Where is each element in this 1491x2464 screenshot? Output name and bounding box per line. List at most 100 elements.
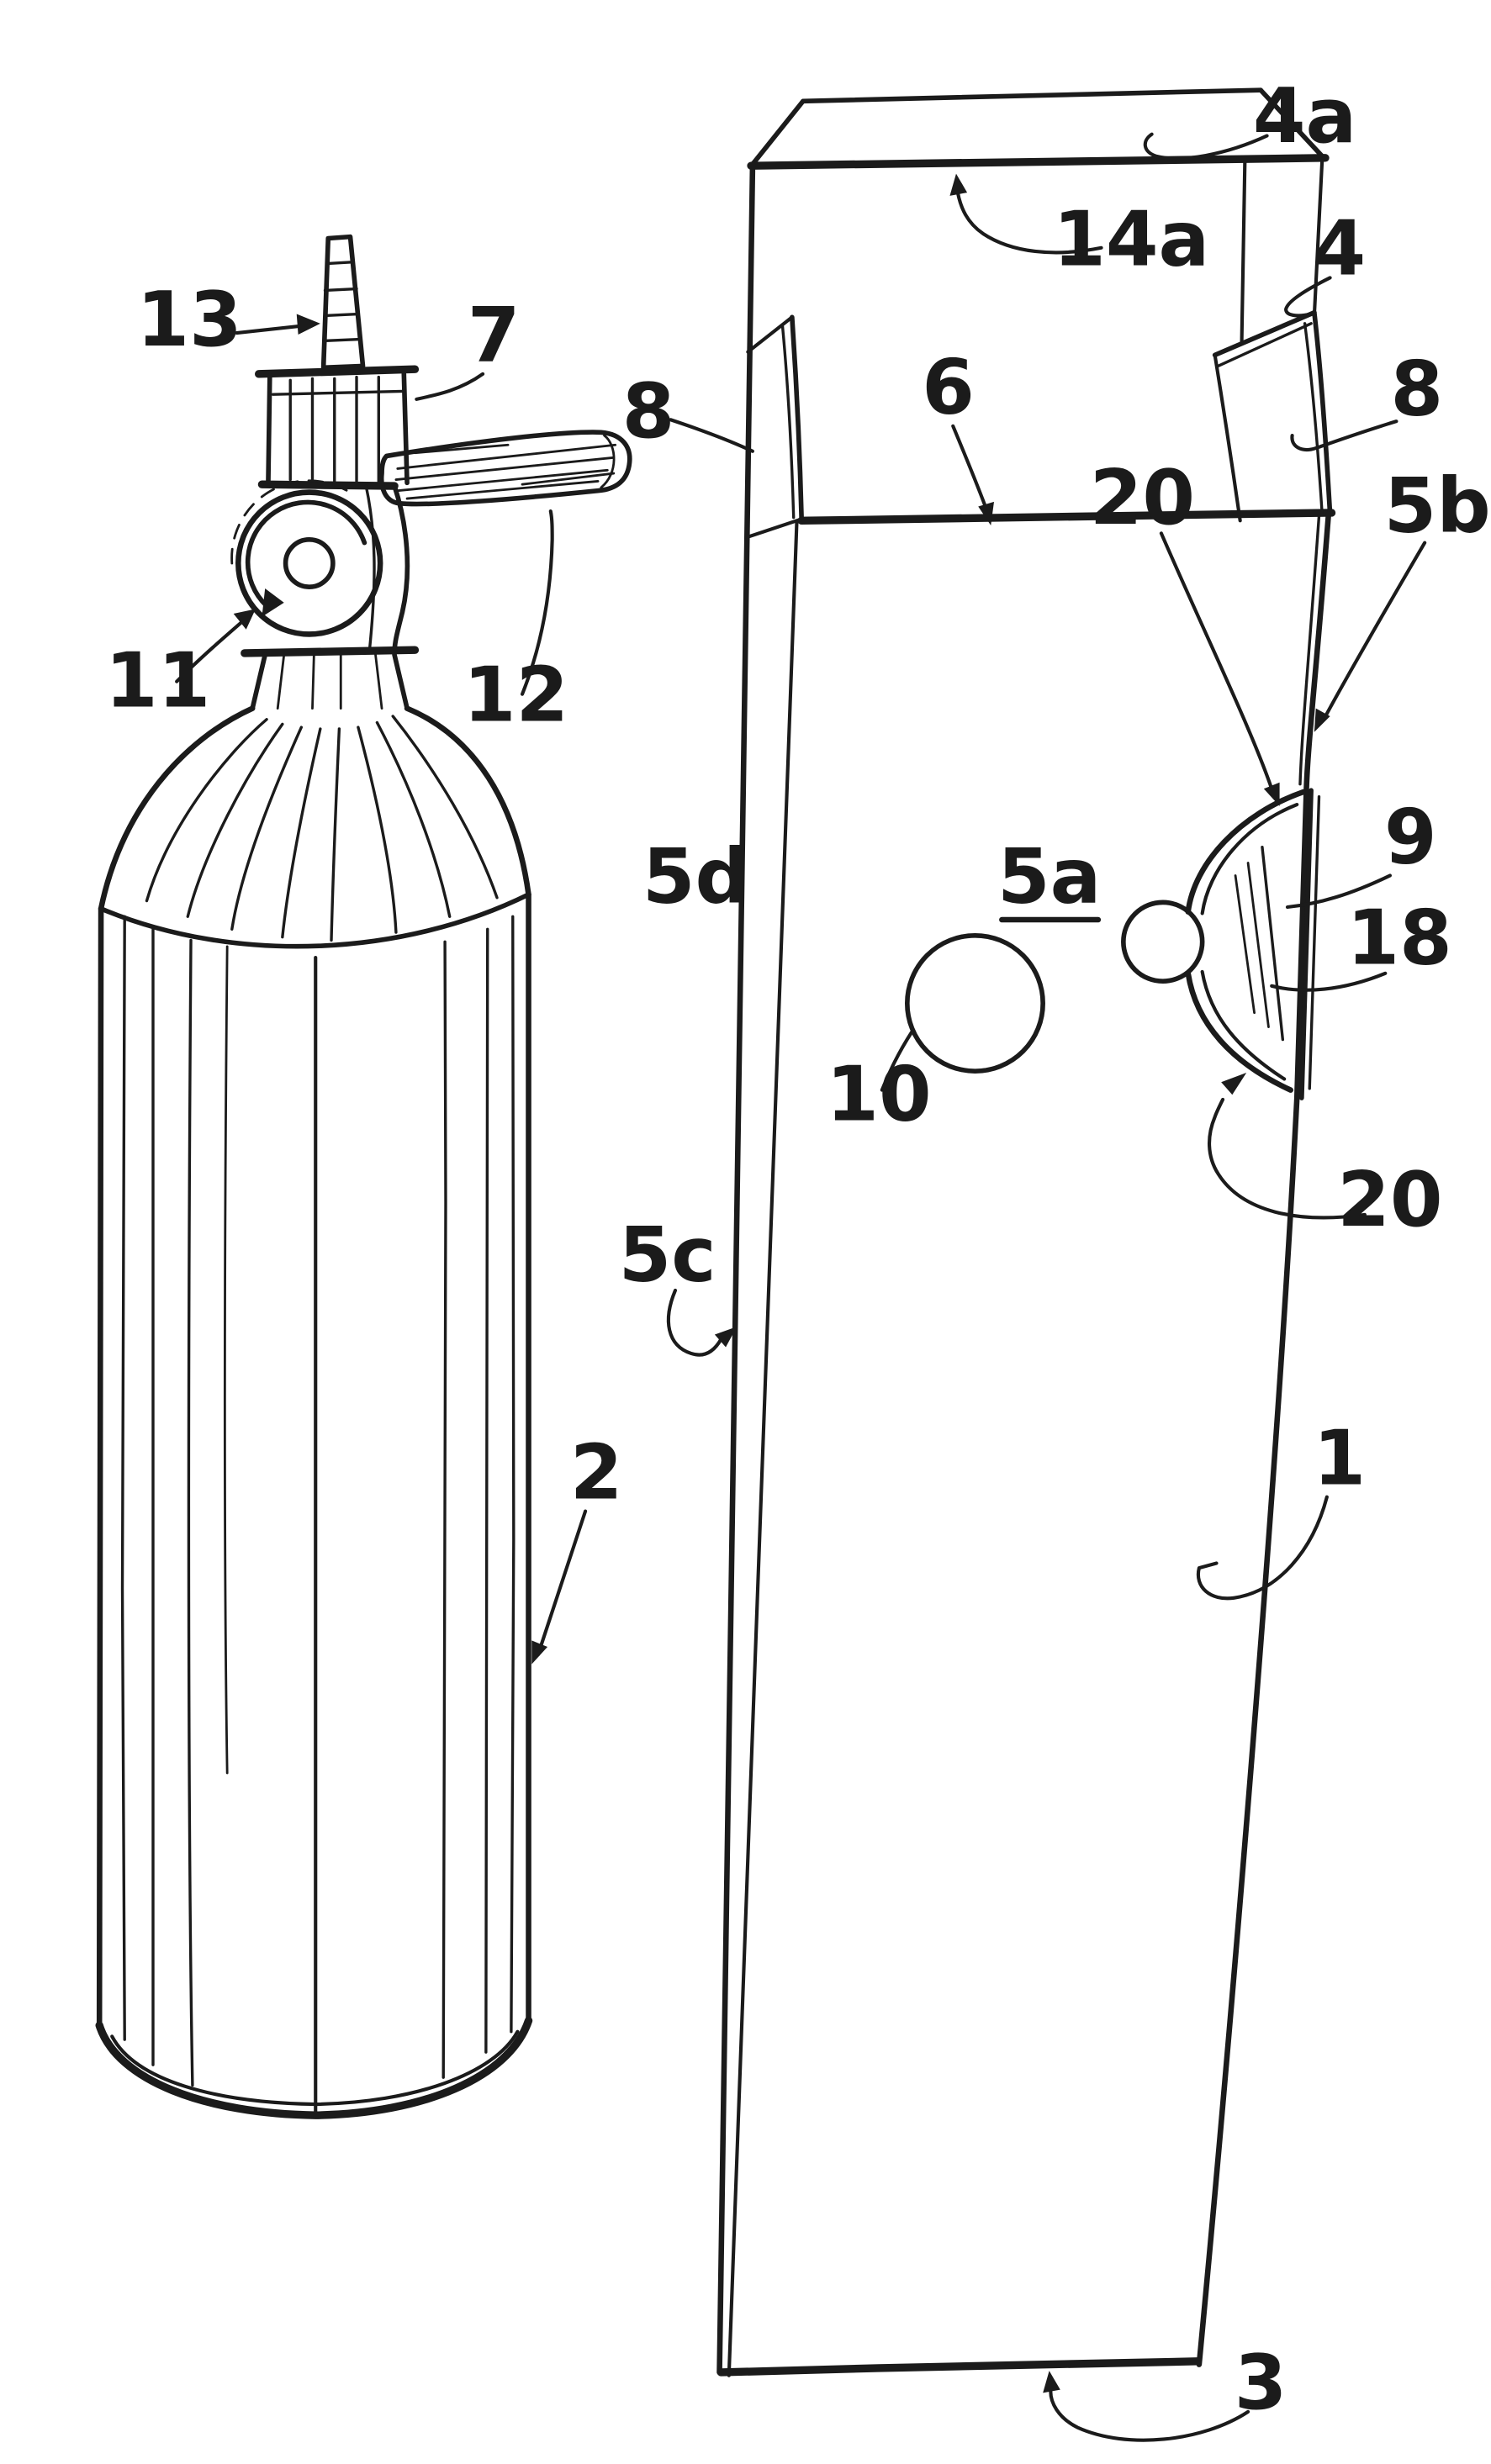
hand-wheel [230,479,383,637]
shoulder-flute [357,725,398,934]
latch-knob [1121,900,1205,984]
lever-hatch [521,472,616,486]
latch-shading-line [1246,862,1270,1029]
leader-5c [666,1288,723,1357]
leader-3 [1049,2386,1250,2442]
arrowhead-5c [714,1327,738,1348]
ref-label-20-10: 20 [1090,454,1195,542]
cap-top-right-edge [1258,87,1326,161]
valve-right-edge [401,372,410,486]
arrowhead-6 [978,501,994,525]
shoulder-left-outline [98,705,256,912]
ref-label-8-11: 8 [1390,346,1443,434]
lever-outline [378,430,632,507]
body-bottom-outer [95,2016,533,2119]
arrowhead-5b [1314,708,1330,732]
case-body [716,161,1332,2377]
cap-front-right-seam [1240,161,1247,345]
vent-hole [904,932,1045,1074]
hand-wheel-bezel [230,479,349,565]
leader-lines [175,132,1427,2442]
flap-right-edge [1312,309,1333,517]
shoulder-ridge [98,892,531,949]
body-flute [149,927,155,2066]
lever-hatch [414,443,510,455]
leader-5b [1322,541,1427,721]
ref-label-18-16: 18 [1347,894,1452,983]
ref-label-11-2: 11 [105,637,210,725]
valve-band-line [271,389,404,396]
latch [1121,788,1321,1100]
leader-12 [520,509,554,696]
flap-left-bottom [748,517,804,539]
shoulder-flute [145,718,268,903]
body-flute [187,938,194,2087]
bottle-shoulder [98,705,531,949]
ref-label-10-18: 10 [826,1050,931,1138]
nozzle-outline [320,234,366,371]
ref-label-20-19: 20 [1337,1156,1442,1244]
ref-label-13-0: 13 [136,276,241,364]
nozzle-segment-line [325,260,355,266]
ref-label-1-20: 1 [1314,1415,1367,1503]
hand-wheel-hub [283,537,336,589]
lever-hatch [396,443,617,470]
ref-label-14a-6: 14a [1053,195,1209,283]
case-right-edge [1196,511,1332,2367]
ref-label-9-15: 9 [1384,793,1437,881]
shoulder-right-outline [404,705,531,898]
nozzle-segment-line [323,287,358,293]
case-left-fold-line [727,520,799,2377]
body-flute [120,915,126,2041]
arrowhead-20-lower [1221,1073,1247,1095]
side-flap-right [1212,309,1333,523]
flap-right-top-inner [1216,322,1313,368]
neck-left [250,652,268,711]
latch-inner-arc-top [1200,802,1299,915]
shoulder-flute [186,722,284,918]
arrowheads [233,173,1330,2393]
leader-13 [235,323,311,335]
leader-7 [415,372,485,401]
lever-endcap [600,434,616,489]
arrowhead-11 [233,609,256,630]
valve-top-plate [255,365,420,378]
ref-label-4-7: 4 [1314,205,1367,293]
leader-10 [880,1030,914,1092]
neck-line [276,653,286,710]
latch-chord-inner [1308,794,1321,1090]
cap-mouth-edge [797,509,1336,525]
rotation-arrow-arc [245,499,367,609]
lever-hatch [405,480,600,500]
case-bottom-edge [716,2357,1202,2377]
ref-label-5b-12: 5b [1384,462,1491,550]
ref-label-5d-13: 5d [642,832,749,921]
leader-4a [1143,132,1269,161]
leader-8-right [1290,419,1398,451]
nozzle-segment-line [323,312,360,318]
valve-throat-inner [364,484,376,655]
valve-throat-outer [392,483,410,656]
side-flap-left [746,314,804,539]
body-flute [510,915,516,2034]
neck-line [311,653,315,710]
arrowhead-14a [949,173,968,196]
bottle-neck [241,646,420,711]
leader-2 [536,1509,588,1657]
ref-label-5a-14: 5a [997,832,1101,921]
latch-shading-line [1234,874,1256,1015]
bottle-body [95,891,533,2119]
latch-outer-arc-top [1185,789,1307,915]
cap-back-right-edge [1312,157,1324,318]
case-figure [716,87,1336,2377]
ref-label-4a-5: 4a [1253,72,1356,161]
flap-left-edge [790,314,804,520]
shoulder-flute [330,727,341,942]
latch-shading-line [1261,846,1285,1042]
body-flute [484,927,490,2054]
case-left-outer-edge [716,161,756,2376]
body-left-edge [96,905,104,2029]
leader-20-lower [1207,1097,1367,1220]
cap-front-top-edge [747,154,1330,170]
